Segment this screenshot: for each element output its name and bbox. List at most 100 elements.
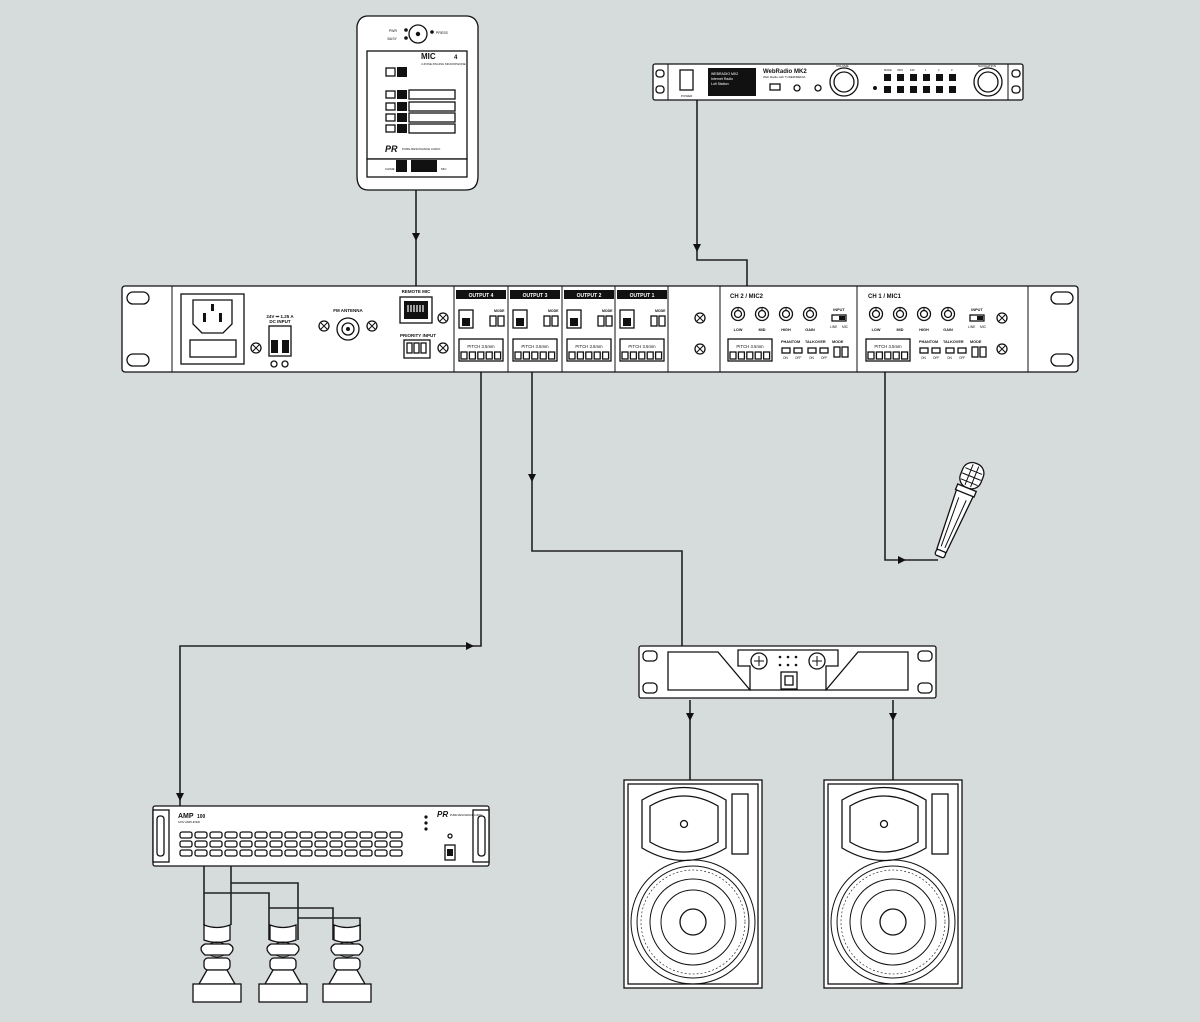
dc-input-label: DC INPUT bbox=[269, 319, 291, 324]
vent-slot bbox=[254, 840, 268, 848]
channel-label: CH 1 / MIC1 bbox=[868, 294, 902, 300]
vent-slot bbox=[344, 831, 358, 839]
chime-button[interactable] bbox=[396, 160, 407, 172]
channel-mode-label: MODE bbox=[970, 340, 982, 344]
vent-slot bbox=[269, 849, 283, 857]
preset-button[interactable] bbox=[897, 74, 904, 81]
channel-mode-switch[interactable] bbox=[971, 346, 979, 358]
output-mode-label: MODE bbox=[494, 309, 505, 313]
zone-button-3[interactable] bbox=[397, 113, 407, 122]
zone-button-1[interactable] bbox=[397, 90, 407, 99]
loudspeakers bbox=[623, 779, 963, 989]
fm-antenna-label: FM ANTENNA bbox=[333, 308, 363, 313]
channel-dip-switch[interactable] bbox=[819, 347, 829, 354]
dip-onoff-label: OFF bbox=[959, 356, 965, 360]
arrow-speaker-left-icon bbox=[686, 713, 694, 721]
vent-slot bbox=[239, 849, 253, 857]
output-label: OUTPUT 3 bbox=[523, 293, 548, 299]
channel-dip-switch[interactable] bbox=[781, 347, 791, 354]
led-label-pwr: PWR bbox=[389, 29, 398, 33]
talkover-label: TALKOVER bbox=[805, 340, 826, 344]
input-opt-mic: MIC bbox=[842, 325, 849, 329]
channel-dip-switch[interactable] bbox=[957, 347, 967, 354]
vent-slot bbox=[254, 831, 268, 839]
input-opt-line: LINE bbox=[830, 325, 838, 329]
preset-button[interactable] bbox=[949, 86, 956, 93]
preset-button[interactable] bbox=[910, 86, 917, 93]
channel-dip-switch[interactable] bbox=[793, 347, 803, 354]
vent-slot bbox=[194, 831, 208, 839]
channel-pitch-label: PITCH 3.5mm bbox=[874, 344, 902, 349]
vent-slot bbox=[269, 840, 283, 848]
channel-dip-switch[interactable] bbox=[919, 347, 929, 354]
svg-text:PR: PR bbox=[437, 810, 448, 819]
power-switch[interactable] bbox=[679, 69, 694, 91]
bass-port bbox=[931, 793, 949, 855]
arrow-output3-icon bbox=[528, 474, 536, 482]
input-select-label: INPUT bbox=[971, 308, 983, 312]
output-mode-switch[interactable] bbox=[489, 315, 497, 327]
cable-output3-to-power-amp bbox=[531, 360, 683, 646]
vent-slot bbox=[314, 831, 328, 839]
output-mode-label: MODE bbox=[655, 309, 666, 313]
preset-button[interactable] bbox=[884, 74, 891, 81]
output-mode-label: MODE bbox=[548, 309, 559, 313]
vent-slot bbox=[224, 840, 238, 848]
output-label: OUTPUT 4 bbox=[469, 293, 494, 299]
vent-slot bbox=[314, 840, 328, 848]
zone-button-2[interactable] bbox=[397, 102, 407, 111]
chime-label: CHIME bbox=[385, 167, 395, 171]
preset-button[interactable] bbox=[936, 74, 943, 81]
vent-slot bbox=[389, 849, 403, 857]
mic-station-model: MIC bbox=[421, 52, 436, 61]
input-opt-mic: MIC bbox=[980, 325, 987, 329]
eq-knob-label: LOW bbox=[734, 328, 743, 332]
webradio-subtitle: Web Radio with TUNER/MEDIA bbox=[763, 75, 805, 79]
channel-dip-switch[interactable] bbox=[807, 347, 817, 354]
output-mode-switch[interactable] bbox=[543, 315, 551, 327]
preset-button[interactable] bbox=[897, 86, 904, 93]
preset-button[interactable] bbox=[949, 74, 956, 81]
display-line-3: Lofi Station bbox=[711, 82, 729, 86]
cable-output4-to-amp100 bbox=[179, 360, 482, 806]
eq-knob-label: HIGH bbox=[919, 328, 929, 332]
transformer-coil bbox=[330, 943, 364, 956]
channel-dip-switch[interactable] bbox=[931, 347, 941, 354]
webradio-brand: WebRadio bbox=[763, 69, 793, 75]
remote-mic-label: REMOTE MIC bbox=[402, 289, 431, 294]
aux-jack-icon bbox=[814, 84, 822, 92]
webradio-display bbox=[708, 68, 756, 96]
cable-mic1-to-microphone bbox=[884, 360, 938, 561]
channel-dip-switch[interactable] bbox=[945, 347, 955, 354]
channel-label: CH 2 / MIC2 bbox=[730, 294, 764, 300]
preset-label: FAV bbox=[910, 68, 915, 72]
eq-knob-label: MID bbox=[897, 328, 904, 332]
transformer-coil bbox=[266, 943, 300, 956]
zone-button-4[interactable] bbox=[397, 124, 407, 133]
preset-button[interactable] bbox=[923, 74, 930, 81]
all-zones-button[interactable] bbox=[397, 67, 407, 77]
preset-button[interactable] bbox=[923, 86, 930, 93]
output-mode-switch[interactable] bbox=[597, 315, 605, 327]
output-pitch-label: PITCH 3.5mm bbox=[575, 344, 603, 349]
phantom-label: PHANTOM bbox=[781, 340, 800, 344]
preset-button[interactable] bbox=[936, 86, 943, 93]
mic-label: MIC bbox=[441, 167, 447, 171]
led-label-busy: BUSY bbox=[387, 37, 397, 41]
loudspeaker-cabinet-icon bbox=[623, 779, 763, 989]
phantom-label: PHANTOM bbox=[919, 340, 938, 344]
preset-label: 1 bbox=[925, 68, 927, 72]
preset-button[interactable] bbox=[884, 86, 891, 93]
talkover-label: TALKOVER bbox=[943, 340, 964, 344]
dip-onoff-label: ON bbox=[783, 356, 788, 360]
dip-onoff-label: ON bbox=[921, 356, 926, 360]
output-mode-switch[interactable] bbox=[650, 315, 658, 327]
channel-mode-switch[interactable] bbox=[833, 346, 841, 358]
preset-button[interactable] bbox=[910, 74, 917, 81]
priority-input-label: PRIORITY INPUT bbox=[400, 333, 436, 338]
talk-button[interactable] bbox=[411, 160, 437, 172]
